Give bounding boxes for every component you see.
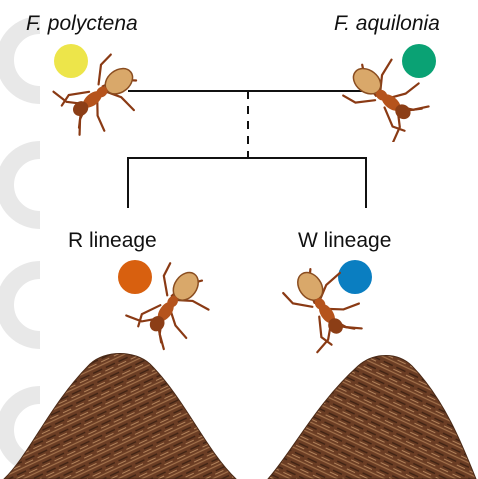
r-lineage-label: R lineage	[68, 229, 157, 253]
ant-mound-icon	[266, 344, 478, 479]
parent-species-right-label: F. aquilonia	[334, 12, 440, 36]
ant-icon	[332, 50, 440, 142]
w-lineage-label: W lineage	[298, 229, 391, 253]
ant-mound-icon	[0, 344, 240, 479]
ant-icon	[270, 258, 378, 354]
parent-species-left-label: F. polyctena	[26, 12, 138, 36]
ant-icon	[46, 50, 154, 142]
ant-icon	[118, 258, 226, 354]
